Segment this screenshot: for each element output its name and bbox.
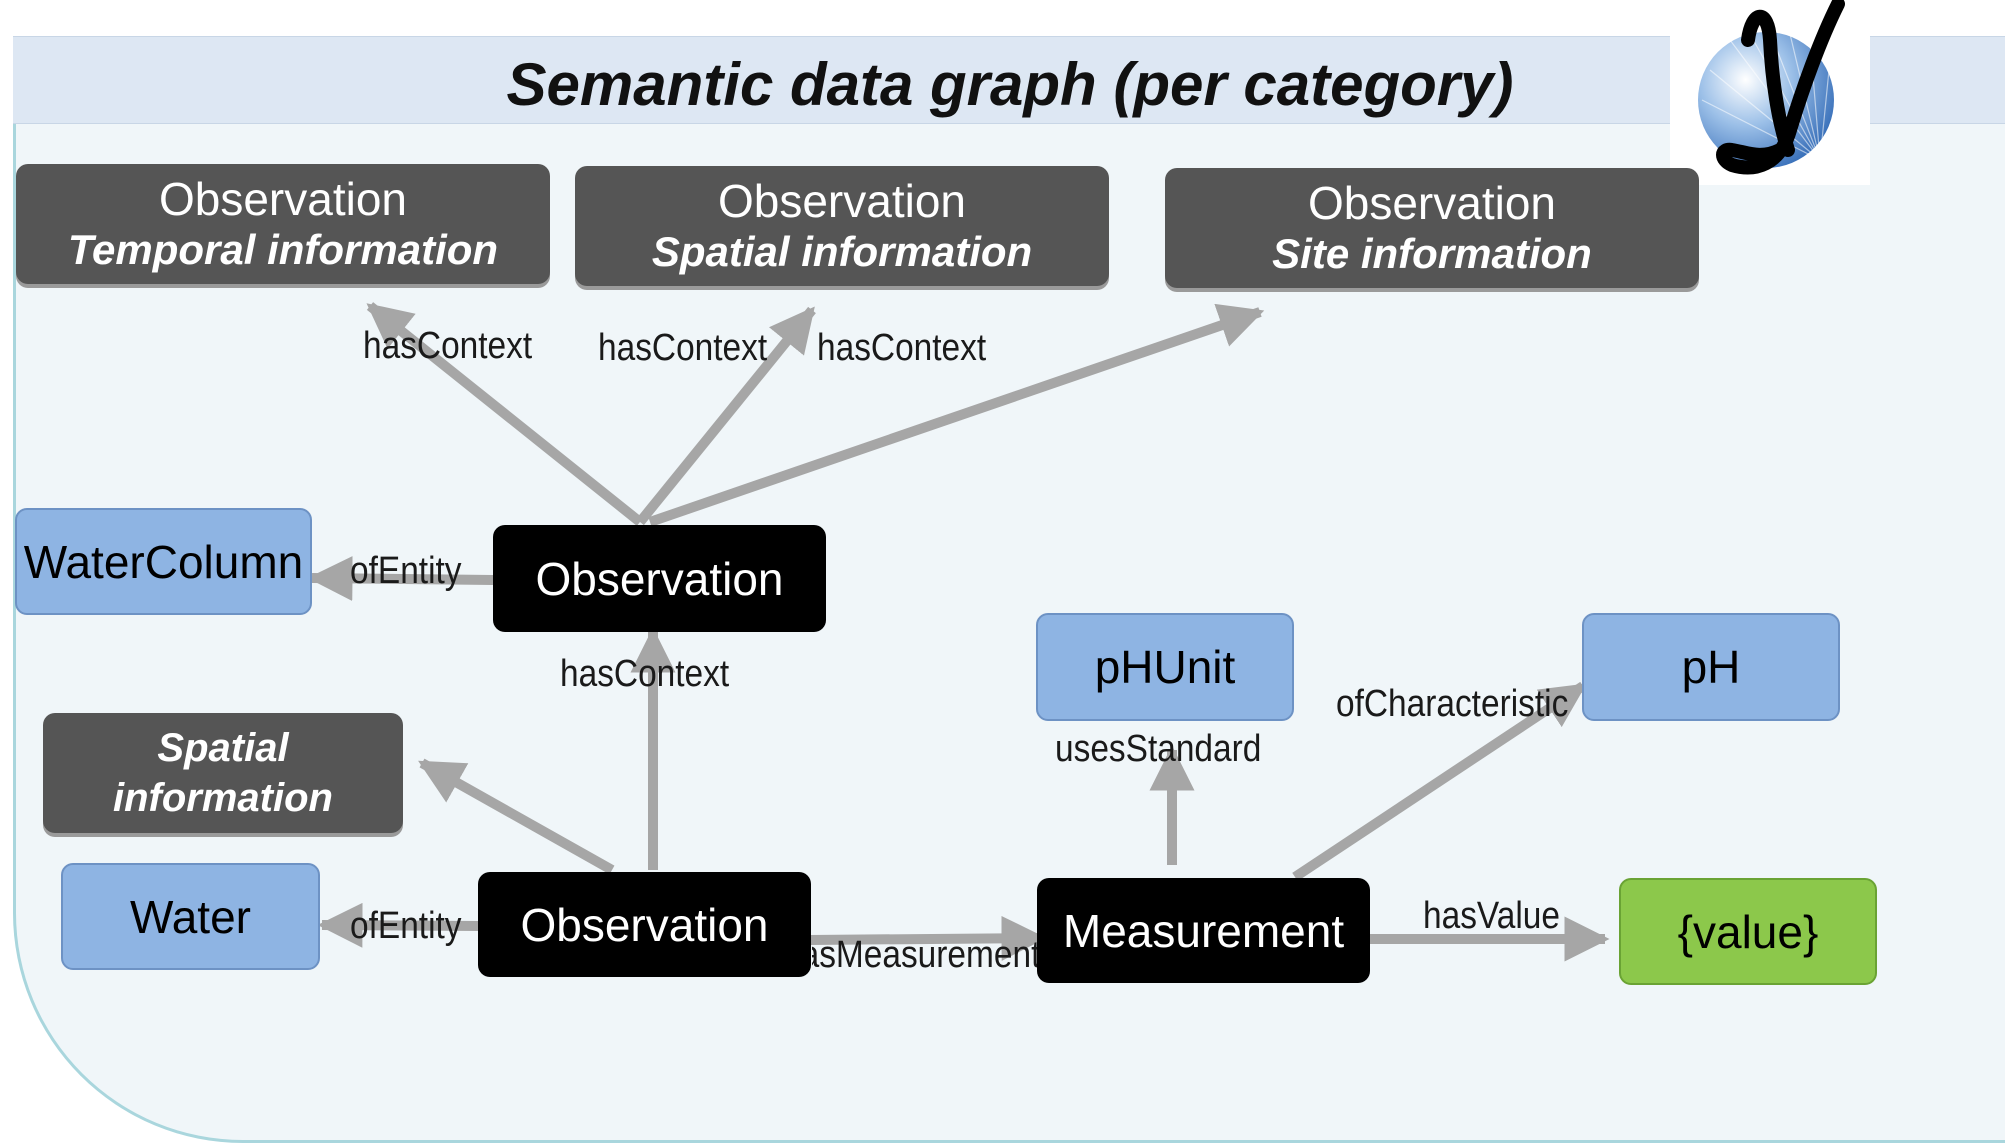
edge-has-context-spatial-lower (418, 758, 615, 875)
edge-has-context-site (648, 303, 1265, 527)
node-spatial-information[interactable]: Spatial information (43, 713, 403, 833)
node-water[interactable]: Water (61, 863, 320, 970)
node-label: WaterColumn (23, 535, 304, 588)
node-line1: Spatial (157, 726, 289, 770)
edge-label-of-characteristic: ofCharacteristic (1336, 683, 1569, 725)
globe-logo-icon (1670, 0, 1870, 185)
node-value[interactable]: {value} (1619, 878, 1877, 985)
edge-of-characteristic (1292, 681, 1587, 882)
node-observation-spatial[interactable]: Observation Spatial information (575, 166, 1109, 286)
node-label: pH (1681, 641, 1741, 693)
node-line2: Temporal information (67, 226, 499, 273)
node-phunit[interactable]: pHUnit (1036, 613, 1294, 721)
node-observation-site[interactable]: Observation Site information (1165, 168, 1699, 288)
node-measurement[interactable]: Measurement (1037, 878, 1370, 983)
edge-label-clip: hasMeasurement (812, 930, 1037, 978)
node-label: Observation (535, 552, 784, 605)
node-line1: Observation (158, 173, 407, 225)
edge-label-of-entity-upper: ofEntity (350, 550, 462, 592)
edge-label-has-context-site: hasContext (817, 327, 987, 369)
node-label: Observation (520, 898, 769, 951)
node-ph[interactable]: pH (1582, 613, 1840, 721)
node-line2: Spatial information (651, 228, 1033, 275)
page-title: Semantic data graph (per category) (506, 51, 1514, 118)
edge-has-context-temporal (366, 302, 644, 526)
edge-label-has-value: hasValue (1423, 895, 1560, 937)
node-label: {value} (1677, 905, 1819, 958)
node-watercolumn[interactable]: WaterColumn (15, 508, 312, 615)
edge-has-measurement (809, 915, 1047, 961)
node-line1: Observation (717, 175, 966, 227)
node-label: Measurement (1062, 904, 1345, 957)
edge-of-entity-lower (317, 902, 479, 948)
edge-label-has-context-spatial: hasContext (598, 327, 768, 369)
node-observation-temporal[interactable]: Observation Temporal information (16, 164, 550, 284)
edge-label-of-entity-lower: ofEntity (350, 905, 462, 947)
node-observation-upper[interactable]: Observation (493, 525, 826, 632)
edge-label-has-context-lower: hasContext (560, 653, 730, 695)
node-line1: Observation (1307, 177, 1556, 229)
node-line2: Site information (1272, 230, 1592, 277)
node-label: pHUnit (1094, 641, 1236, 693)
edge-label-uses-standard: usesStandard (1055, 728, 1262, 770)
edge-of-entity-upper (307, 555, 494, 601)
edge-has-context-spatial (636, 306, 816, 526)
node-label: Water (130, 890, 251, 943)
node-observation-lower[interactable]: Observation (478, 872, 811, 977)
edge-label-has-context-temporal: hasContext (363, 325, 533, 367)
edge-label-has-measurement: hasMeasurement (812, 934, 1037, 976)
node-line2: information (113, 776, 333, 820)
